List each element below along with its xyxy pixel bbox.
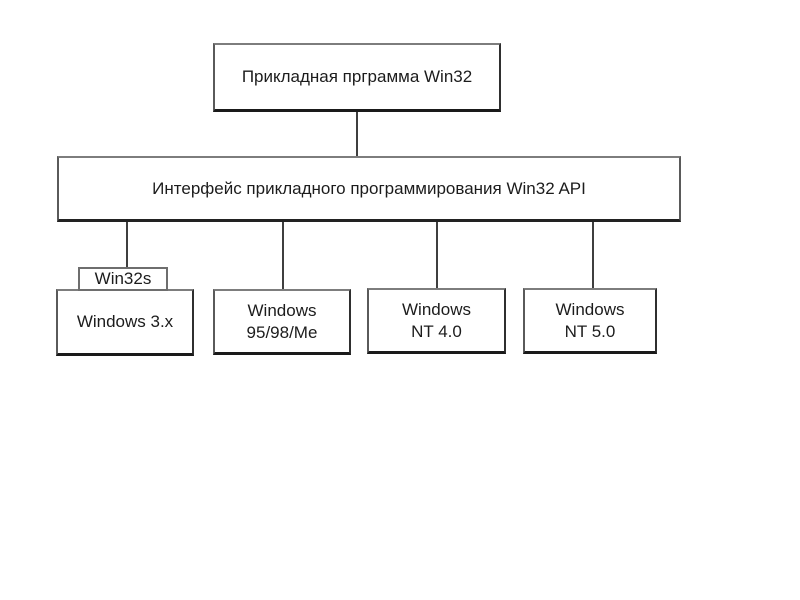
node-win32s-tab: Win32s	[78, 267, 168, 291]
node-windows-95-98-me: Windows 95/98/Me	[213, 289, 351, 355]
connector-api-to-nt5	[592, 221, 594, 289]
node-windows-3x-label: Windows 3.x	[76, 312, 174, 331]
node-windows-3x: Windows 3.x	[56, 289, 194, 356]
node-windows-nt4-label-line1: Windows	[402, 299, 471, 319]
node-windows-nt5-label-line2: NT 5.0	[564, 321, 616, 341]
node-win32s-label: Win32s	[94, 269, 152, 288]
node-win32-api-label: Интерфейс прикладного программирования W…	[152, 178, 586, 198]
node-win32-application: Прикладная прграмма Win32	[213, 43, 501, 112]
connector-api-to-win95	[282, 221, 284, 290]
node-windows-nt5-label-line1: Windows	[555, 299, 625, 319]
connector-api-to-nt4	[436, 221, 438, 289]
node-windows-95-98-me-label-line2: 95/98/Me	[246, 322, 318, 342]
node-win32-application-label: Прикладная прграмма Win32	[241, 67, 473, 86]
node-windows-nt4: Windows NT 4.0	[367, 288, 506, 354]
connector-app-to-api	[356, 111, 358, 157]
node-windows-nt4-label-line2: NT 4.0	[411, 321, 462, 341]
node-win32-api: Интерфейс прикладного программирования W…	[57, 156, 681, 222]
connector-api-to-win32s	[126, 221, 128, 269]
node-windows-nt5: Windows NT 5.0	[523, 288, 657, 354]
node-windows-95-98-me-label-line1: Windows	[247, 300, 317, 320]
